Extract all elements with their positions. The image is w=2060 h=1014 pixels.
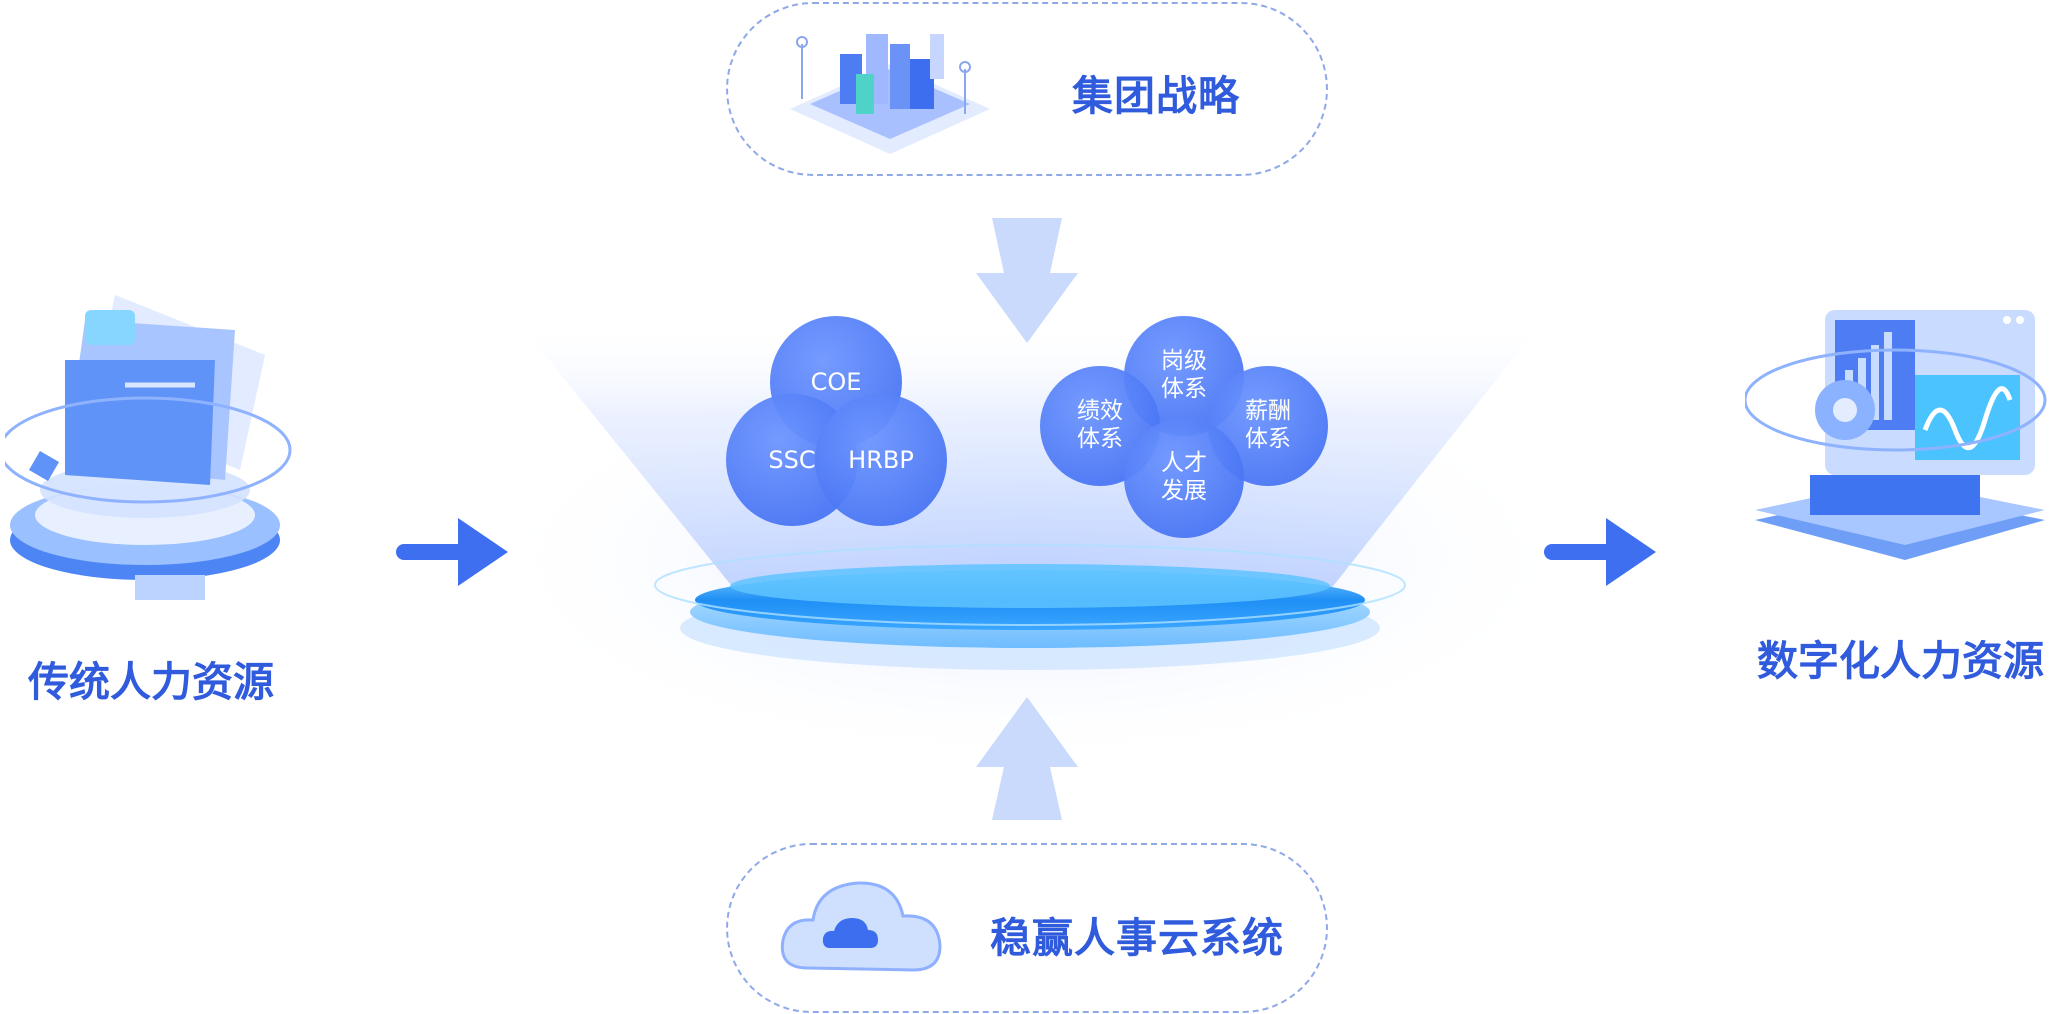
down-arrow-icon bbox=[976, 218, 1078, 343]
job-grade-label: 岗级体系 bbox=[1161, 348, 1207, 402]
digital-hr-label: 数字化人力资源 bbox=[1757, 637, 2044, 685]
strategy-label: 集团战略 bbox=[1072, 72, 1240, 120]
right-arrow-icon bbox=[1544, 518, 1656, 586]
dashboard-monitor-icon bbox=[1745, 310, 2047, 560]
right-arrow-icon bbox=[396, 518, 508, 586]
ssc-label: SSC bbox=[768, 445, 816, 474]
strategy-card bbox=[726, 2, 1328, 176]
talent-label: 人才发展 bbox=[1161, 450, 1207, 504]
hrbp-label: HRBP bbox=[848, 445, 914, 474]
traditional-hr-label: 传统人力资源 bbox=[28, 658, 274, 706]
performance-label: 绩效体系 bbox=[1077, 398, 1123, 452]
cloud-system-label: 稳赢人事云系统 bbox=[990, 914, 1284, 962]
coe-label: COE bbox=[810, 367, 862, 396]
cloud-icon bbox=[780, 881, 942, 972]
hub-circle-talent: 人才发展 bbox=[1124, 418, 1244, 538]
folder-stack-icon bbox=[5, 295, 292, 600]
hub-circle-hrbp: HRBP bbox=[815, 394, 947, 526]
compensation-label: 薪酬体系 bbox=[1245, 398, 1291, 452]
city-buildings-icon bbox=[790, 34, 990, 154]
cloud-system-card bbox=[726, 843, 1328, 1013]
up-arrow-icon bbox=[976, 697, 1078, 820]
